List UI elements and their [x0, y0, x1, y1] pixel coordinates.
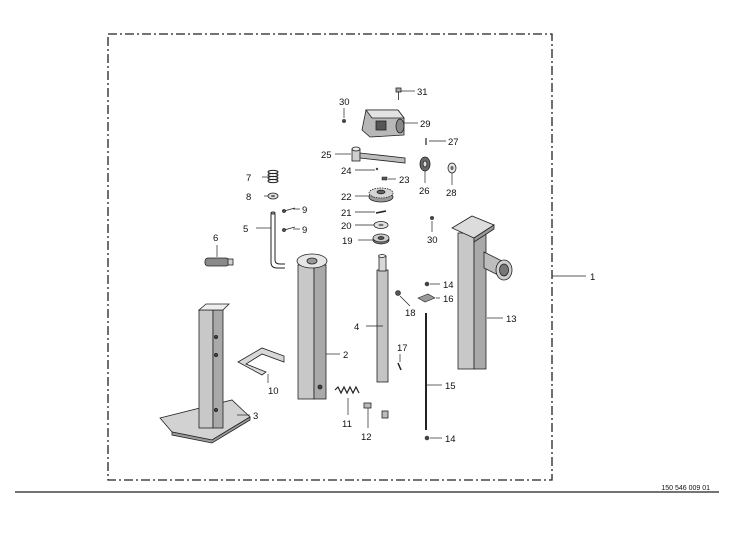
part-label-14: 14 — [445, 434, 456, 445]
part-label-7: 7 — [246, 173, 251, 184]
part-label-16: 16 — [443, 294, 454, 305]
part-label-11: 11 — [342, 419, 352, 430]
part-label-8: 8 — [246, 192, 251, 203]
part-25-shaft — [351, 146, 406, 164]
part-13-inner-tube — [451, 215, 513, 370]
part-label-22: 22 — [341, 192, 352, 203]
part-30-nut-top — [342, 119, 346, 123]
part-5-crank — [270, 211, 285, 269]
part-7-spring — [267, 169, 279, 184]
part-label-assembly: 1 — [590, 272, 595, 283]
part-label-18: 18 — [405, 308, 416, 319]
part-label-25: 25 — [321, 150, 332, 161]
part-label-4: 4 — [354, 322, 359, 333]
part-14-nut-bottom — [424, 435, 430, 441]
part-label-31: 31 — [417, 87, 428, 98]
part-label-20: 20 — [341, 221, 352, 232]
part-label-30: 30 — [427, 235, 438, 246]
part-label-27: 27 — [448, 137, 459, 148]
part-label-19: 19 — [342, 236, 353, 247]
part-10-handle-bracket — [237, 347, 285, 376]
part-label-24: 24 — [341, 166, 352, 177]
part-label-9: 9 — [302, 205, 307, 216]
part-2-outer-tube — [296, 253, 328, 400]
part-6-grip — [204, 257, 234, 267]
part-label-30: 30 — [339, 97, 350, 108]
part-label-5: 5 — [243, 224, 248, 235]
part-label-13: 13 — [506, 314, 517, 325]
part-label-26: 26 — [419, 186, 430, 197]
part-21-pin — [375, 210, 387, 214]
part-label-3: 3 — [253, 411, 258, 422]
part-11-spring — [334, 385, 360, 395]
part-label-6: 6 — [213, 233, 218, 244]
part-14-nut-top — [424, 281, 430, 287]
part-4-spindle — [376, 254, 389, 383]
part-19-bearing — [372, 233, 390, 245]
part-12-bolt — [363, 402, 389, 419]
part-label-10: 10 — [268, 386, 279, 397]
part-label-9: 9 — [302, 225, 307, 236]
part-24-ball — [375, 167, 379, 171]
part-22-bevel-gear — [368, 187, 394, 203]
part-label-12: 12 — [361, 432, 372, 443]
part-16-plate — [417, 293, 436, 303]
part-30-nut-right — [430, 216, 434, 220]
part-9-pins — [282, 207, 296, 232]
part-labels: 1234567899101112131414151617181920212223… — [213, 87, 595, 445]
part-18-nut — [395, 290, 401, 296]
part-23-pin — [381, 176, 388, 181]
part-label-28: 28 — [446, 188, 457, 199]
assembly-boundary — [107, 33, 553, 481]
part-29-housing-cap — [361, 109, 405, 138]
part-label-2: 2 — [343, 350, 348, 361]
part-label-15: 15 — [445, 381, 456, 392]
part-31-screw — [395, 87, 402, 100]
drawing-code: 150 546 009 01 — [661, 485, 710, 492]
leader-lines — [216, 90, 586, 439]
part-label-23: 23 — [399, 175, 410, 186]
part-label-29: 29 — [420, 119, 431, 130]
part-3-base-tube — [159, 303, 251, 444]
part-17-pin — [397, 362, 402, 371]
part-26-seal — [419, 156, 431, 172]
part-label-17: 17 — [397, 343, 408, 354]
part-label-21: 21 — [341, 208, 352, 219]
part-label-14: 14 — [443, 280, 454, 291]
